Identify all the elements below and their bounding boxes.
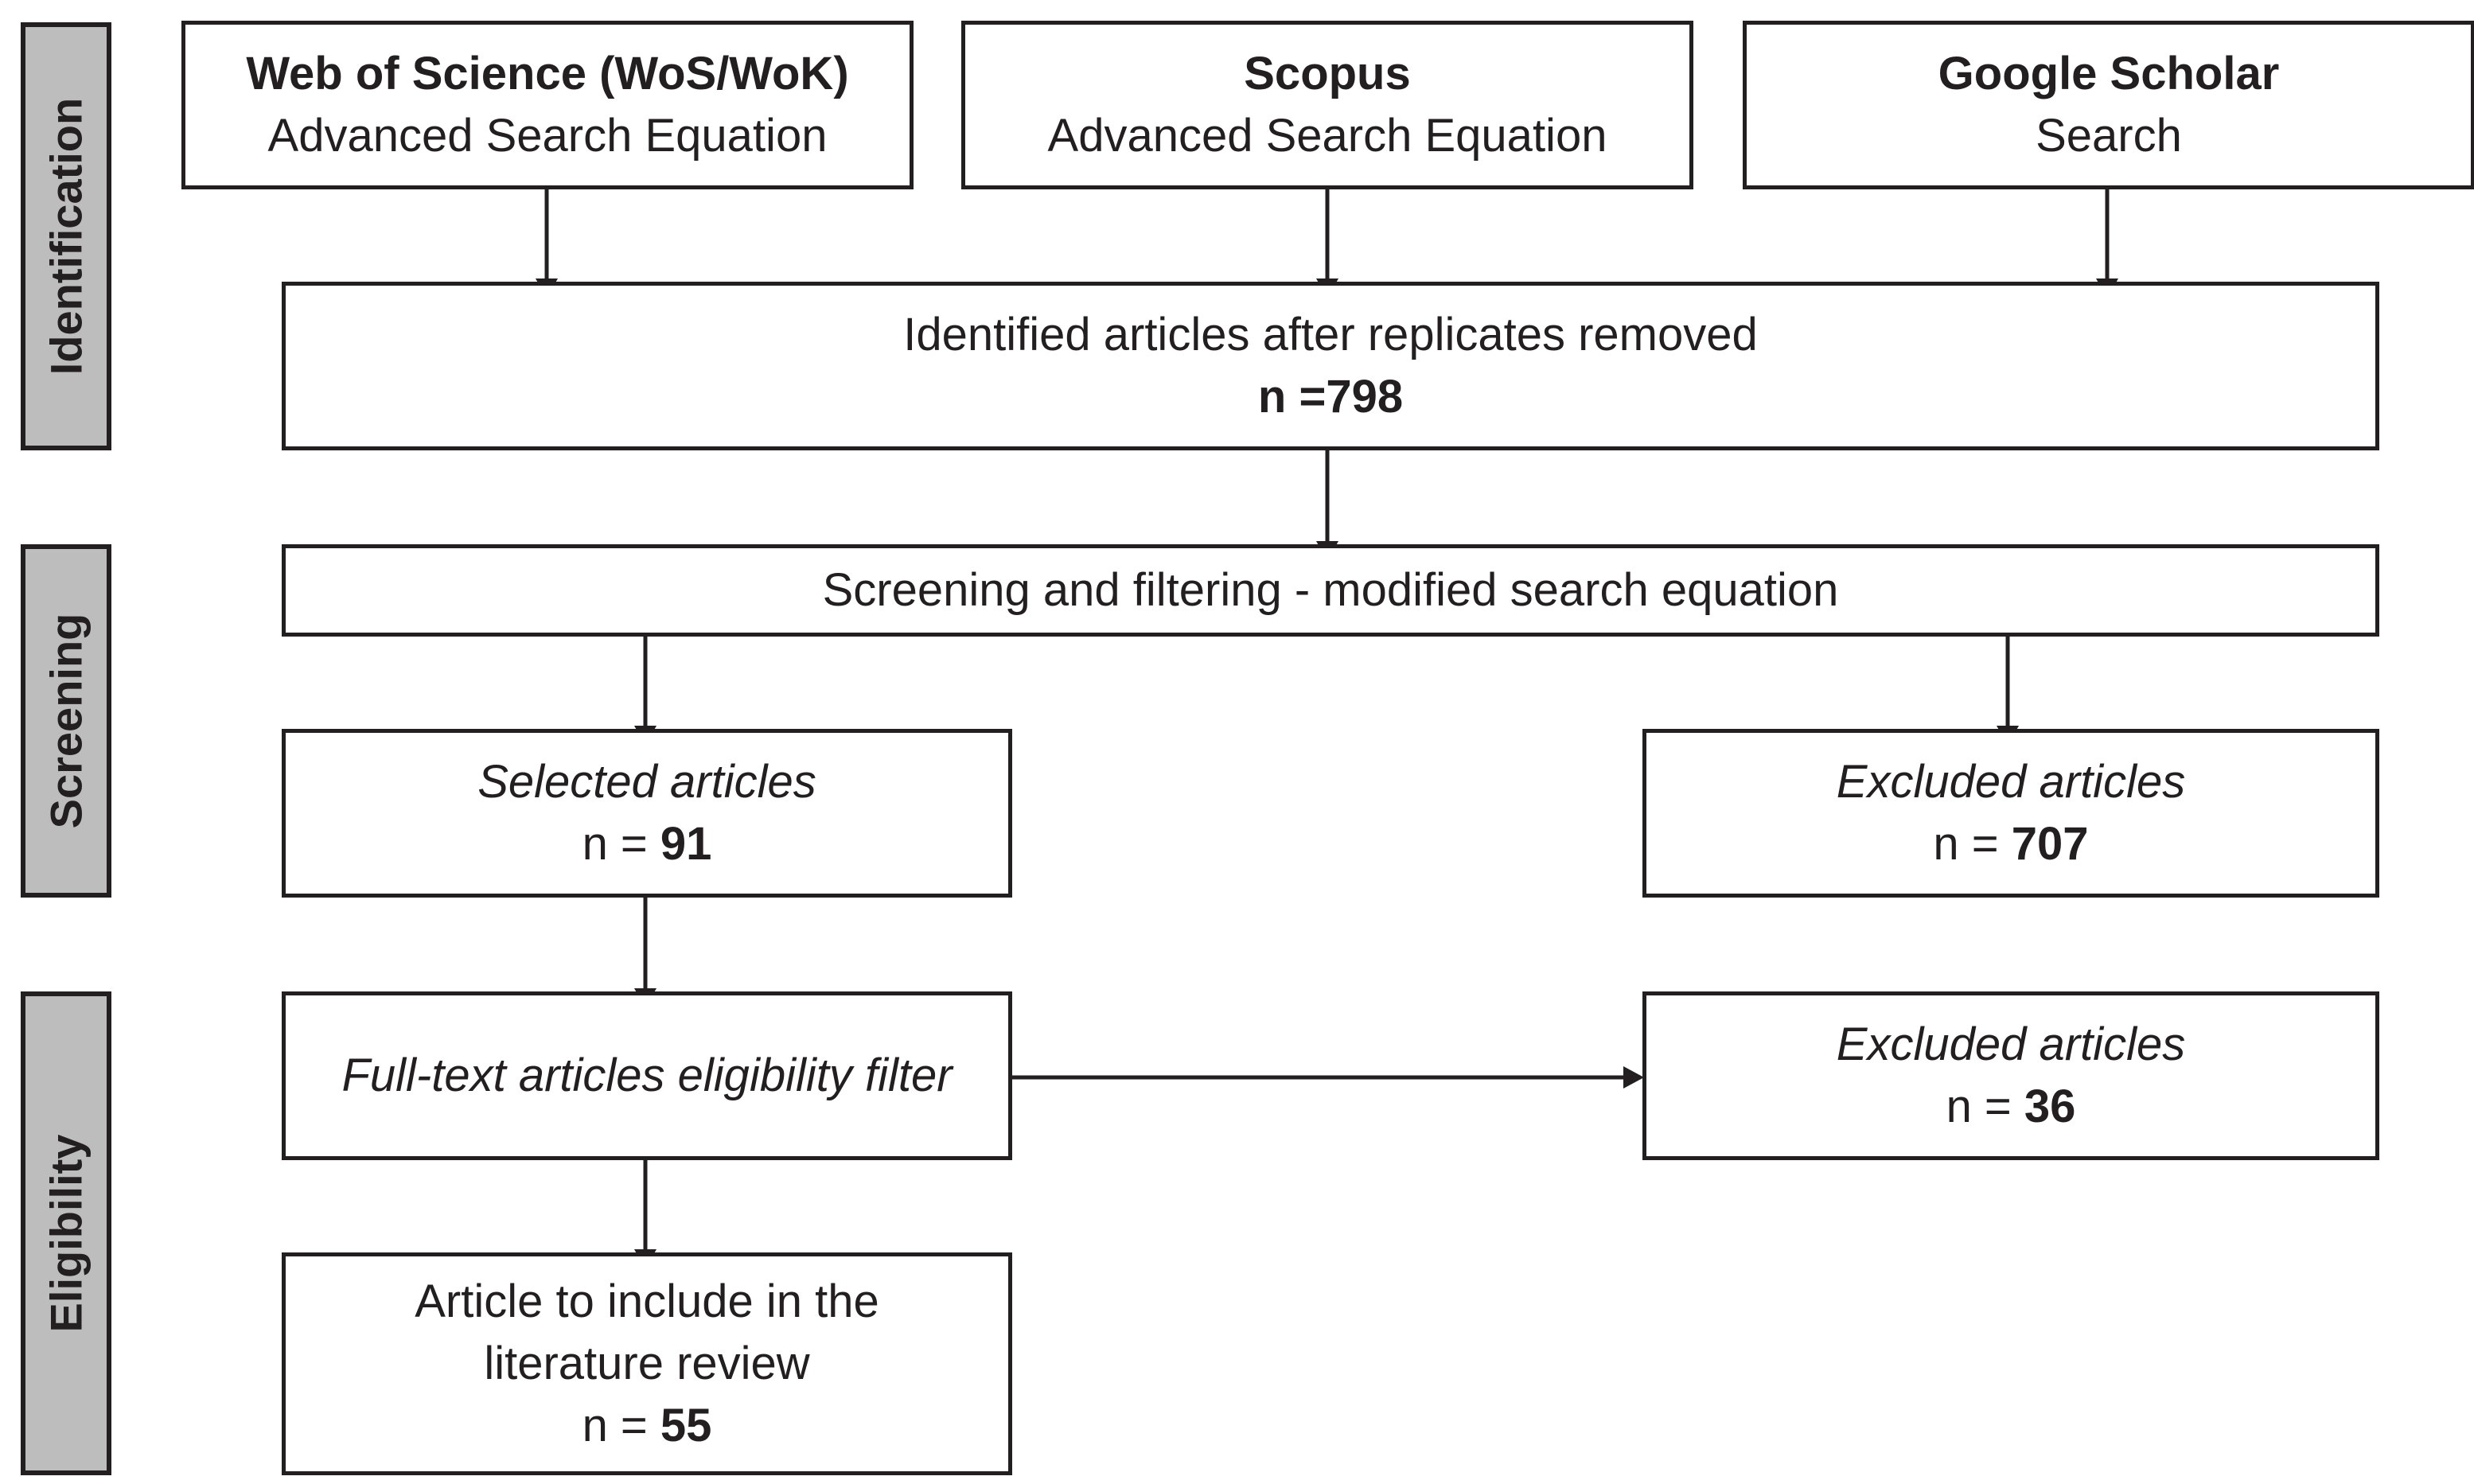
excluded-screening-count: n = 707 bbox=[1933, 813, 2088, 875]
phase-screening: Screening bbox=[21, 544, 111, 898]
identified-label: Identified articles after replicates rem… bbox=[903, 309, 1758, 360]
excluded-screening-box: Excluded articles n = 707 bbox=[1642, 729, 2379, 898]
source-scopus-title: Scopus bbox=[1244, 48, 1411, 99]
excluded-eligibility-count-prefix: n = bbox=[1946, 1081, 2024, 1132]
source-wos-subtitle: Advanced Search Equation bbox=[267, 110, 828, 162]
source-scopus-box: Scopus Advanced Search Equation bbox=[961, 21, 1693, 189]
selected-count-value: 91 bbox=[660, 818, 712, 870]
selected-label: Selected articles bbox=[477, 756, 816, 808]
included-count-prefix: n = bbox=[582, 1400, 660, 1451]
excluded-eligibility-box: Excluded articles n = 36 bbox=[1642, 991, 2379, 1160]
phase-eligibility: Eligibility bbox=[21, 991, 111, 1475]
source-scholar-subtitle: Search bbox=[2036, 110, 2182, 162]
phase-identification: Identification bbox=[21, 22, 111, 450]
excluded-eligibility-count: n = 36 bbox=[1946, 1076, 2076, 1138]
selected-count-prefix: n = bbox=[582, 818, 660, 870]
excluded-screening-count-value: 707 bbox=[2011, 818, 2089, 870]
fulltext-box: Full-text articles eligibility filter bbox=[282, 991, 1012, 1160]
identified-box: Identified articles after replicates rem… bbox=[282, 282, 2379, 450]
source-scholar-box: Google Scholar Search bbox=[1743, 21, 2474, 189]
identified-count: n =798 bbox=[1257, 371, 1404, 423]
excluded-eligibility-label: Excluded articles bbox=[1836, 1019, 2186, 1070]
fulltext-label: Full-text articles eligibility filter bbox=[341, 1050, 953, 1101]
included-count-value: 55 bbox=[660, 1400, 712, 1451]
excluded-eligibility-count-value: 36 bbox=[2024, 1081, 2076, 1132]
selected-box: Selected articles n = 91 bbox=[282, 729, 1012, 898]
selected-count: n = 91 bbox=[582, 813, 712, 875]
excluded-screening-label: Excluded articles bbox=[1836, 756, 2186, 808]
arrowhead-excluded-eligibility bbox=[1623, 1066, 1644, 1089]
source-scopus-subtitle: Advanced Search Equation bbox=[1047, 110, 1607, 162]
source-scholar-title: Google Scholar bbox=[1938, 48, 2280, 99]
source-wos-box: Web of Science (WoS/WoK) Advanced Search… bbox=[181, 21, 914, 189]
included-count: n = 55 bbox=[582, 1395, 712, 1457]
screening-label: Screening and filtering - modified searc… bbox=[822, 564, 1839, 616]
included-label: Article to include in the literature rev… bbox=[415, 1276, 879, 1389]
included-box: Article to include in the literature rev… bbox=[282, 1252, 1012, 1475]
screening-box: Screening and filtering - modified searc… bbox=[282, 544, 2379, 637]
source-wos-title: Web of Science (WoS/WoK) bbox=[246, 48, 849, 99]
excluded-screening-count-prefix: n = bbox=[1933, 818, 2012, 870]
